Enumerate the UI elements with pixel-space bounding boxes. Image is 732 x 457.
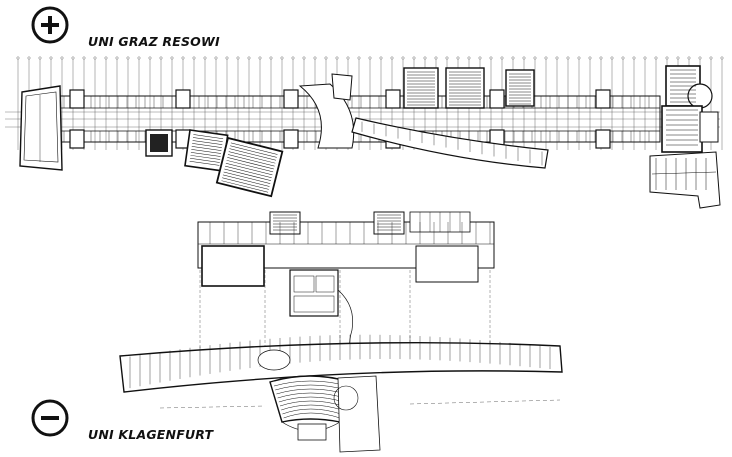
minus-icon bbox=[31, 399, 69, 437]
bottom-plan-title: UNI KLAGENFURT bbox=[88, 427, 214, 442]
top-plan-title: UNI GRAZ RESOWI bbox=[88, 34, 220, 49]
graz-floor-plan bbox=[5, 56, 724, 209]
plus-icon bbox=[31, 6, 69, 44]
klagenfurt-floor-plan bbox=[119, 211, 563, 453]
